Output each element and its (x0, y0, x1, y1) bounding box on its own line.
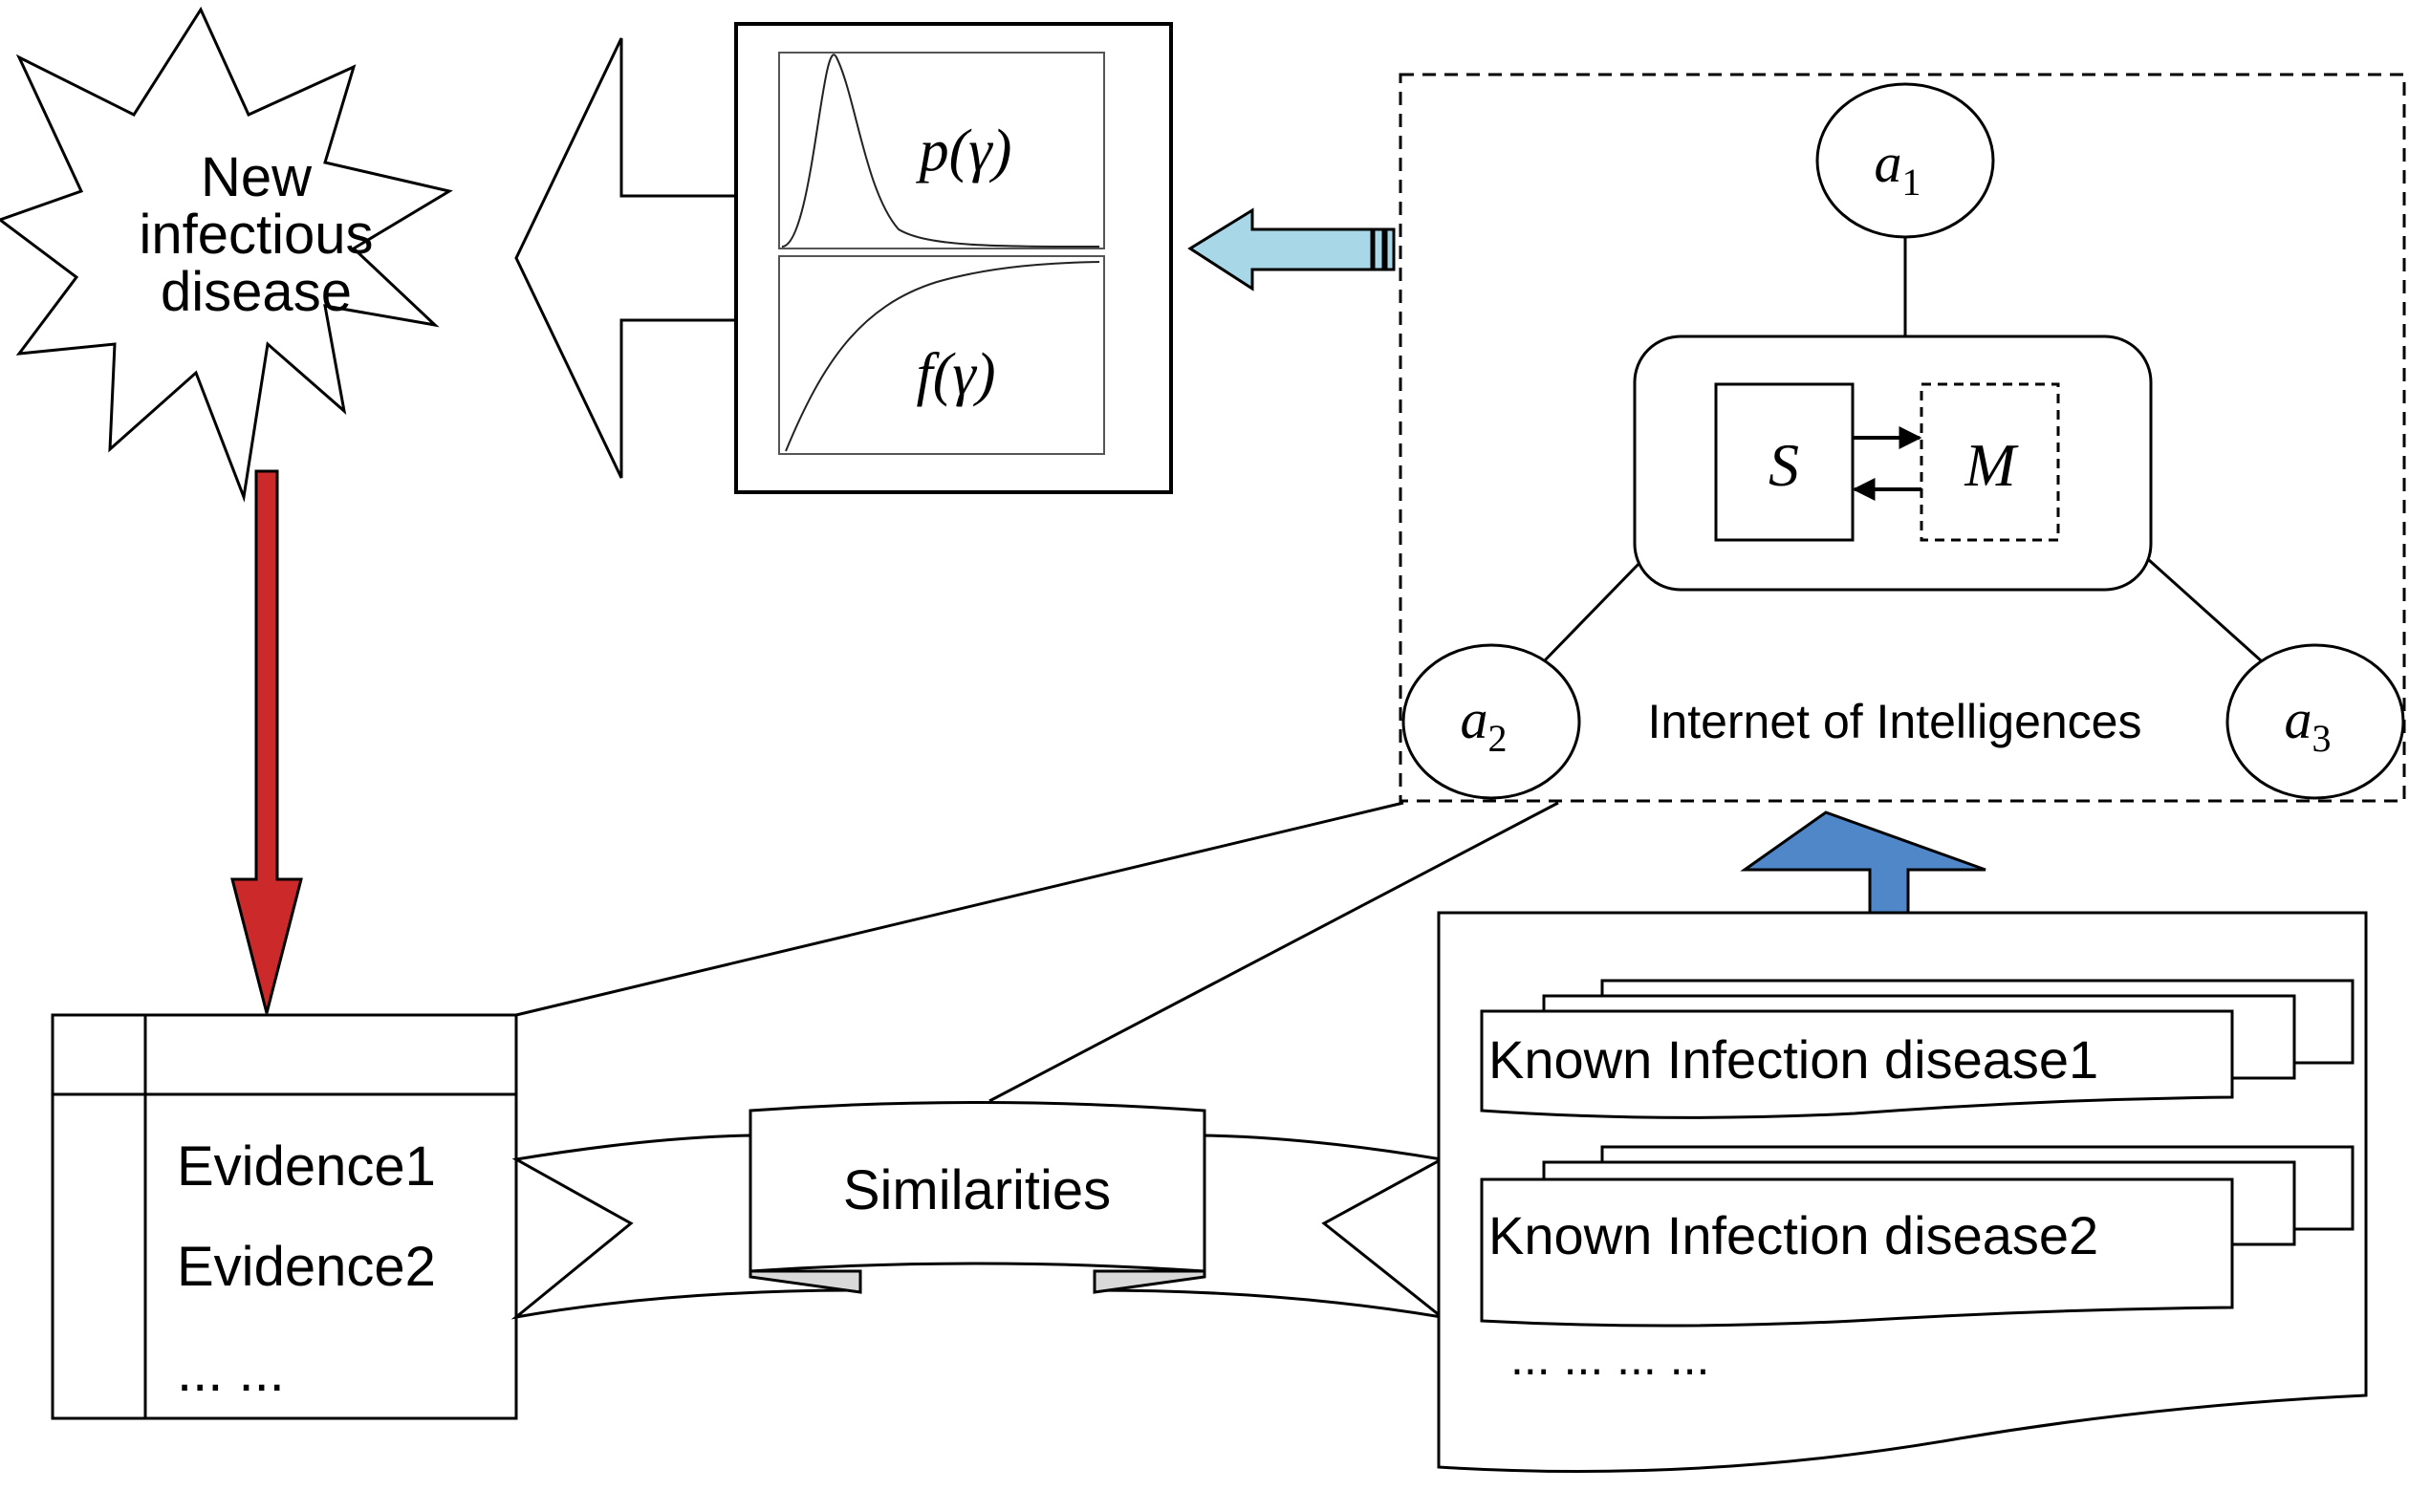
evidence-item-1: Evidence1 (177, 1135, 436, 1198)
node-a1-label: a1 (1875, 132, 1921, 204)
zoom-line-to-evidence (515, 801, 1404, 1017)
node-a3 (2225, 643, 2405, 800)
m-label: M (1964, 431, 2019, 499)
p-graph-frame (778, 52, 1105, 249)
m-box (1920, 382, 2060, 542)
known-2-front-sheet (1480, 1177, 2234, 1328)
similarities-ribbon: Similarities (510, 1101, 1447, 1320)
output-arrow-outline (514, 37, 736, 479)
node-a2 (1401, 643, 1581, 800)
node-a2-label: a2 (1461, 688, 1508, 760)
light-blue-arrow-tail-1 (1372, 227, 1385, 271)
known-1-front-sheet (1480, 1009, 2234, 1119)
node-a3-label: a3 (2285, 688, 2332, 760)
evidence-more: ... ... (177, 1341, 285, 1403)
ribbon-left-fold (749, 1269, 862, 1294)
light-blue-arrow-tail-2 (1384, 227, 1396, 271)
p-label: p(γ) (916, 119, 1012, 184)
burst-line-3: disease (161, 261, 352, 323)
known-item-2: Known Infection disease2 (1488, 1205, 2098, 1265)
internet-label: Internet of Intelligences (1648, 695, 2142, 748)
blue-arrow (1740, 810, 1986, 915)
evidence-item-2: Evidence2 (177, 1236, 436, 1298)
functions-box: p(γ) f(γ) (734, 22, 1173, 494)
internet-dashed-frame (1399, 73, 2406, 803)
burst-shape (0, 6, 453, 503)
f-label: f(γ) (917, 342, 996, 407)
light-blue-arrow-body (1187, 207, 1374, 292)
red-arrow (230, 469, 303, 1014)
node-a1 (1815, 82, 1995, 239)
evidence-frame (51, 1013, 518, 1420)
ribbon-center-panel (749, 1101, 1206, 1273)
connector-a2 (1542, 558, 1644, 663)
connector-a3 (2147, 558, 2264, 663)
known-more: ... ... ... ... (1510, 1331, 1709, 1385)
s-label: S (1769, 431, 1799, 499)
burst-line-1: New (201, 146, 313, 208)
ribbon-right-fold (1093, 1269, 1206, 1294)
light-blue-arrow (1187, 207, 1396, 292)
f-curve (785, 261, 1100, 452)
burst-line-2: infectious (139, 204, 373, 266)
new-disease-burst: New infectious disease (0, 6, 453, 503)
zoom-line-to-similarities (988, 801, 1559, 1103)
known-item-1: Known Infection disease1 (1488, 1029, 2098, 1090)
p-curve (781, 54, 1100, 248)
evidence-table: Evidence1 Evidence2 ... ... (51, 1013, 518, 1420)
internet-of-intelligences: S M a1 a2 a3 Internet of Intelligences (1399, 73, 2406, 803)
core-rounded-box (1633, 335, 2153, 592)
f-graph-frame (778, 255, 1105, 455)
similarities-label: Similarities (843, 1159, 1111, 1221)
known-diseases-document: Known Infection disease1 Known Infection… (1437, 911, 2368, 1473)
s-box (1714, 382, 1855, 542)
